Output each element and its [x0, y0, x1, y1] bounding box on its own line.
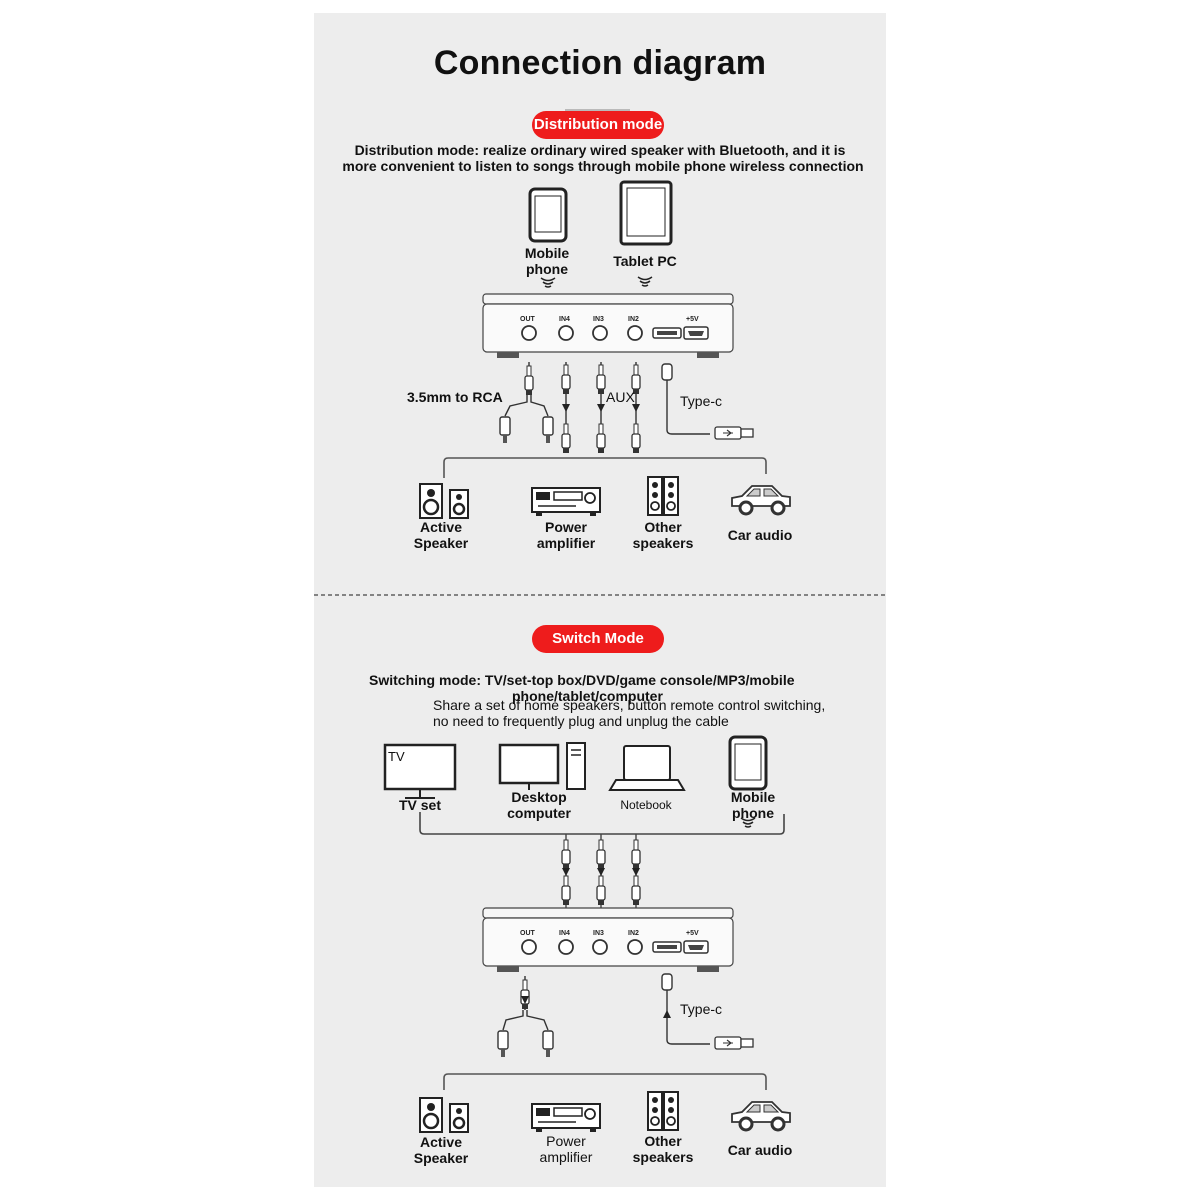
aux-cable-label: AUX	[606, 389, 635, 405]
tv-set-label: TV set	[398, 797, 442, 813]
other-speakers-label-1: Other	[644, 519, 682, 535]
other-speakers-label-4: speakers	[632, 1149, 694, 1165]
port-in2-label: IN2	[628, 316, 639, 323]
port-out-label-2: OUT	[520, 930, 535, 937]
port-in3-label-2: IN3	[593, 930, 604, 937]
diagram-panel	[314, 13, 886, 1187]
typec-cable-label-2: Type-c	[680, 1001, 723, 1017]
type-c-connector-2	[661, 973, 673, 991]
switch-desc-line1: Switching mode: TV/set-top box/DVD/game …	[369, 672, 795, 688]
car-icon-2	[730, 1100, 792, 1132]
switch-desc-line2: phone/tablet/computer	[512, 688, 663, 704]
power-amplifier-label-3: Power	[546, 1133, 586, 1149]
switch-box-device	[482, 293, 734, 359]
car-audio-label: Car audio	[727, 527, 793, 543]
active-speaker-label-3: Active	[419, 1134, 463, 1150]
tablet-label: Tablet PC	[613, 253, 677, 269]
page-title: Connection diagram	[433, 44, 767, 82]
switch-output-cables	[443, 976, 767, 1090]
other-speakers-label-3: Other	[644, 1133, 682, 1149]
distribution-mode-badge: Distribution mode	[532, 111, 664, 139]
power-amplifier-label-4: amplifier	[539, 1149, 593, 1165]
mobile-phone-icon-switch	[728, 735, 768, 828]
tablet-icon	[619, 180, 673, 287]
usb-plug-icon	[714, 426, 754, 440]
port-5v-label-2: +5V	[686, 930, 699, 937]
active-speaker-icon	[418, 482, 470, 520]
amplifier-icon-2	[531, 1103, 601, 1133]
switch-box-device-2	[482, 907, 734, 973]
mobile-phone-label-2: phone	[526, 261, 568, 277]
other-speakers-icon	[647, 476, 679, 516]
port-5v-label: +5V	[686, 316, 699, 323]
distribution-desc-line1: Distribution mode: realize ordinary wire…	[354, 142, 846, 158]
amplifier-icon	[531, 487, 601, 517]
mobile-label-1: Mobile	[730, 789, 776, 805]
desktop-label-2: computer	[507, 805, 571, 821]
power-amplifier-label-2: amplifier	[536, 535, 596, 551]
other-speakers-icon-2	[647, 1091, 679, 1131]
active-speaker-label-1: Active	[419, 519, 463, 535]
notebook-label: Notebook	[620, 798, 672, 812]
car-audio-label-2: Car audio	[727, 1142, 793, 1158]
switch-mode-badge: Switch Mode	[532, 625, 664, 653]
type-c-connector	[661, 363, 673, 381]
port-in4-label: IN4	[559, 316, 570, 323]
desktop-computer-icon	[498, 742, 586, 790]
typec-cable-label: Type-c	[680, 393, 723, 409]
switch-desc-line3: Share a set of home speakers, button rem…	[433, 697, 826, 713]
rca-cable-label: 3.5mm to RCA	[407, 389, 503, 405]
active-speaker-label-2: Speaker	[413, 535, 469, 551]
mobile-phone-icon	[528, 187, 568, 288]
car-icon	[730, 484, 792, 516]
port-in2-label-2: IN2	[628, 930, 639, 937]
usb-plug-icon-2	[714, 1036, 754, 1050]
switch-desc-line4: no need to frequently plug and unplug th…	[433, 713, 729, 729]
port-in4-label-2: IN4	[559, 930, 570, 937]
desktop-label-1: Desktop	[511, 789, 567, 805]
port-out-label: OUT	[520, 316, 535, 323]
distribution-desc-line2: more convenient to listen to songs throu…	[342, 158, 864, 174]
mobile-phone-label-1: Mobile	[524, 245, 570, 261]
power-amplifier-label-1: Power	[544, 519, 588, 535]
mobile-label-2: phone	[732, 805, 774, 821]
other-speakers-label-2: speakers	[632, 535, 694, 551]
active-speaker-label-4: Speaker	[413, 1150, 469, 1166]
tv-screen-label: TV	[388, 749, 405, 764]
port-in3-label: IN3	[593, 316, 604, 323]
active-speaker-icon-2	[418, 1096, 470, 1134]
tv-icon	[383, 743, 457, 799]
notebook-icon	[608, 745, 686, 791]
